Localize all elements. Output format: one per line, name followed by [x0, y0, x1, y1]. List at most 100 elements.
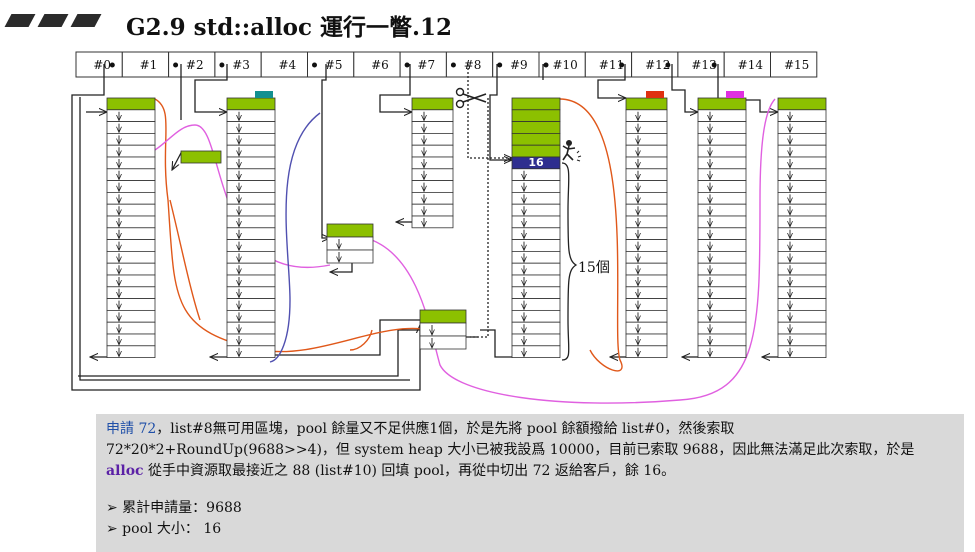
chunk	[625, 180, 668, 193]
chunk	[226, 156, 276, 170]
chunk	[511, 168, 561, 182]
memory-columns: 16	[106, 91, 827, 358]
pointer-dot	[173, 62, 179, 68]
chunk	[777, 144, 827, 158]
chunk	[226, 262, 276, 276]
chunk	[697, 309, 747, 323]
chunk	[411, 168, 454, 182]
pointer-dot	[404, 62, 410, 68]
chunk	[106, 333, 156, 347]
pointer-dot	[619, 62, 625, 68]
chunk	[697, 333, 747, 347]
chunk	[697, 274, 747, 288]
chunk	[625, 156, 668, 170]
slot-4	[260, 51, 309, 78]
chunk	[625, 191, 668, 205]
chunk	[625, 239, 668, 252]
allocator-diagram: #0#1#2#3#4#5#6#7#8#9#10#11#12#13#14#15	[71, 51, 827, 404]
chunk	[106, 180, 156, 193]
chunk	[697, 262, 747, 276]
chunk	[625, 215, 668, 229]
chunk	[411, 180, 454, 193]
chunk	[226, 109, 276, 123]
chunk	[106, 109, 156, 123]
slot-label-12: #12	[645, 58, 670, 72]
chunk	[106, 262, 156, 276]
slot-label-2: #2	[186, 58, 204, 72]
chunk	[511, 203, 561, 217]
pointer-dot	[665, 62, 671, 68]
free-list-pointers	[71, 64, 778, 391]
chunk	[106, 239, 156, 252]
chunk	[625, 274, 668, 288]
chunk	[625, 109, 668, 123]
chunk	[625, 345, 668, 358]
pointer-dot	[543, 62, 549, 68]
pool-chunk-label: 16	[528, 156, 544, 169]
chunk	[511, 121, 561, 134]
page-title: G2.9 std::alloc 運行一瞥.12	[126, 14, 453, 41]
brace	[561, 162, 578, 361]
chunk	[511, 309, 561, 323]
chunk	[697, 109, 747, 123]
chunk	[226, 333, 276, 347]
chunk	[625, 262, 668, 276]
chunk	[226, 121, 276, 134]
chunk	[625, 309, 668, 323]
chunk	[226, 309, 276, 323]
tag-teal	[255, 91, 273, 98]
chunk	[777, 132, 827, 146]
slot-label-1: #1	[140, 58, 158, 72]
chunk	[411, 97, 454, 111]
chunk	[226, 321, 276, 335]
chunk	[777, 250, 827, 264]
chunk	[625, 321, 668, 335]
chunk	[511, 298, 561, 311]
chunk	[511, 191, 561, 205]
chunk	[697, 227, 747, 241]
chunk	[625, 132, 668, 146]
chunk	[777, 168, 827, 182]
chunk	[226, 168, 276, 182]
title-row: G2.9 std::alloc 運行一瞥.12	[0, 0, 975, 46]
chunk	[777, 97, 827, 111]
chunk	[777, 215, 827, 229]
slot-label-3: #3	[232, 58, 250, 72]
chunk	[697, 156, 747, 170]
chunk	[625, 286, 668, 299]
chunk	[106, 227, 156, 241]
pointer-dot	[497, 62, 503, 68]
chunk	[777, 274, 827, 288]
chunk	[777, 156, 827, 170]
slot-9	[492, 51, 540, 78]
slot-1	[121, 51, 170, 78]
chunk	[419, 335, 467, 350]
chunk	[511, 227, 561, 241]
request-size: 申請 72	[106, 421, 157, 437]
chunk	[625, 121, 668, 134]
chunk	[411, 156, 454, 170]
chunk	[226, 132, 276, 146]
chunk	[226, 286, 276, 299]
chunk	[226, 345, 276, 358]
brace-label: 15個	[578, 260, 610, 276]
free-list-header: #0#1#2#3#4#5#6#7#8#9#10#11#12#13#14#15	[75, 51, 818, 78]
memory-column	[180, 150, 222, 164]
chunk	[697, 286, 747, 299]
stat-total-requested: ➢ 累計申請量：9688	[106, 500, 242, 516]
slot-label-13: #13	[691, 58, 716, 72]
chunk	[226, 298, 276, 311]
chunk	[226, 274, 276, 288]
chunk	[625, 250, 668, 264]
chunk	[697, 203, 747, 217]
chunk	[106, 156, 156, 170]
chunk	[511, 132, 561, 146]
chunk	[180, 150, 222, 164]
chunk	[511, 215, 561, 229]
chunk	[326, 236, 374, 251]
chunk	[106, 298, 156, 311]
chunk	[777, 227, 827, 241]
slot-14	[723, 51, 772, 78]
tag-magenta	[726, 91, 744, 98]
memory-column	[697, 97, 747, 358]
